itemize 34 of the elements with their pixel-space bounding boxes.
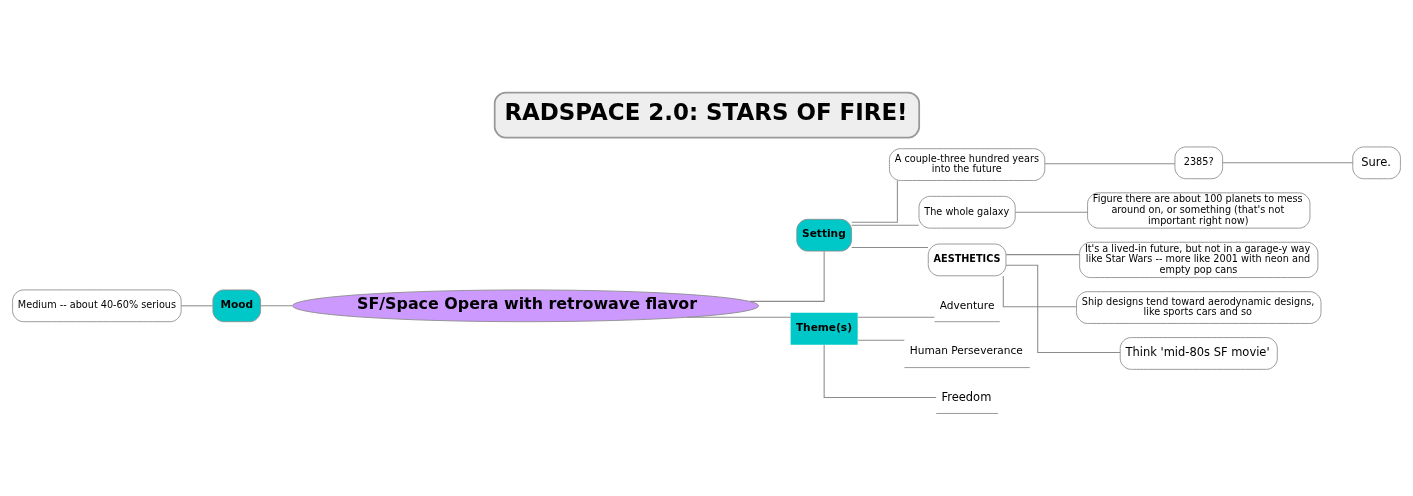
node-text: Adventure bbox=[939, 298, 995, 311]
diagram-title: RADSPACE 2.0: STARS OF FIRE! bbox=[504, 98, 908, 125]
connector bbox=[1005, 254, 1081, 256]
connector bbox=[857, 316, 935, 318]
node-ellipse: SF/Space Opera with retrowave flavor bbox=[292, 289, 760, 323]
connector bbox=[260, 305, 293, 307]
connector bbox=[686, 316, 792, 318]
connector bbox=[1002, 275, 1077, 308]
connector bbox=[851, 247, 929, 249]
node-box: Ship designs tend toward aerodynamic designs, like sports cars and so bbox=[1076, 291, 1322, 324]
connector bbox=[1222, 162, 1354, 164]
node-text: Human Perseverance bbox=[909, 344, 1023, 357]
node-box: Figure there are about 100 planets to mess around on, or something (that's not important right now) bbox=[1087, 192, 1311, 229]
connector bbox=[1014, 211, 1089, 213]
connector bbox=[851, 224, 920, 226]
node-box: It's a lived-in future, but not in a garage-y way like Star Wars -- more like 2001 with neon and empty pop cans bbox=[1079, 241, 1319, 278]
node-box: The whole galaxy bbox=[918, 195, 1016, 229]
node-box: AESTHETICS bbox=[927, 243, 1007, 277]
connector bbox=[180, 305, 214, 307]
connector bbox=[857, 339, 905, 341]
connector bbox=[851, 180, 898, 223]
node-box: Think 'mid-80s SF movie' bbox=[1119, 337, 1278, 370]
node-box: A couple-three hundred years into the future bbox=[889, 148, 1046, 181]
connector bbox=[749, 250, 825, 302]
node-box: Theme(s) bbox=[790, 312, 858, 345]
node-box: 2385? bbox=[1174, 146, 1224, 180]
connector bbox=[1005, 264, 1121, 354]
connector bbox=[823, 344, 937, 399]
node-text: Freedom bbox=[941, 389, 992, 404]
node-box: Setting bbox=[796, 218, 852, 252]
node-box: Medium -- about 40-60% serious bbox=[12, 289, 182, 323]
node-box: Sure. bbox=[1352, 146, 1401, 180]
node-box: Mood bbox=[212, 289, 261, 323]
connector bbox=[1044, 163, 1176, 165]
